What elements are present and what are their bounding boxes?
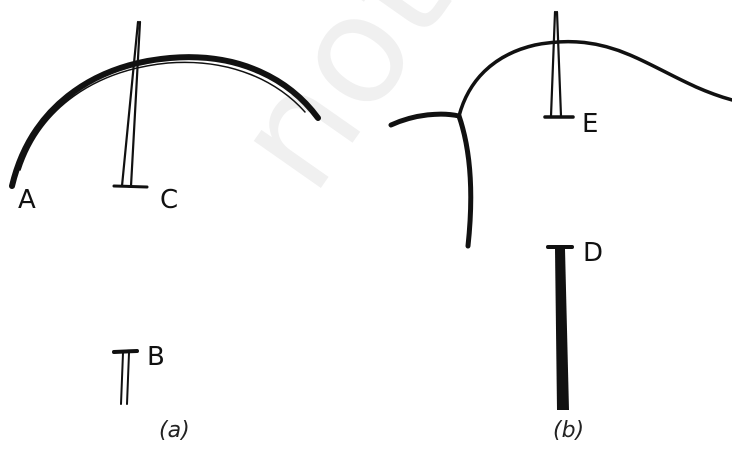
label-c: C: [160, 185, 178, 215]
earth-lobe-left: [388, 111, 462, 128]
panel-b: E D (b): [388, 10, 732, 443]
earth-curve-b: [457, 39, 732, 118]
earth-arc-a-inner: [19, 61, 306, 171]
pole-e-right: [555, 10, 563, 118]
earth-lobe-down: [456, 113, 474, 249]
panel-a: A C B (a): [9, 20, 321, 443]
pole-e-left: [549, 10, 557, 118]
label-d: D: [583, 238, 603, 268]
label-b: B: [147, 342, 165, 372]
caption-b: (b): [553, 418, 584, 443]
pole-b-top: [112, 349, 139, 354]
pole-c-left: [120, 20, 140, 188]
label-e: E: [582, 109, 598, 139]
pole-c-right: [129, 20, 142, 188]
caption-a: (a): [159, 418, 190, 443]
pole-d-body: [555, 249, 569, 410]
pole-b-right: [126, 352, 130, 405]
pole-c-base: [112, 184, 149, 189]
earth-arc-a: [9, 54, 321, 189]
pole-b-left: [120, 352, 124, 405]
label-a: A: [18, 185, 36, 215]
